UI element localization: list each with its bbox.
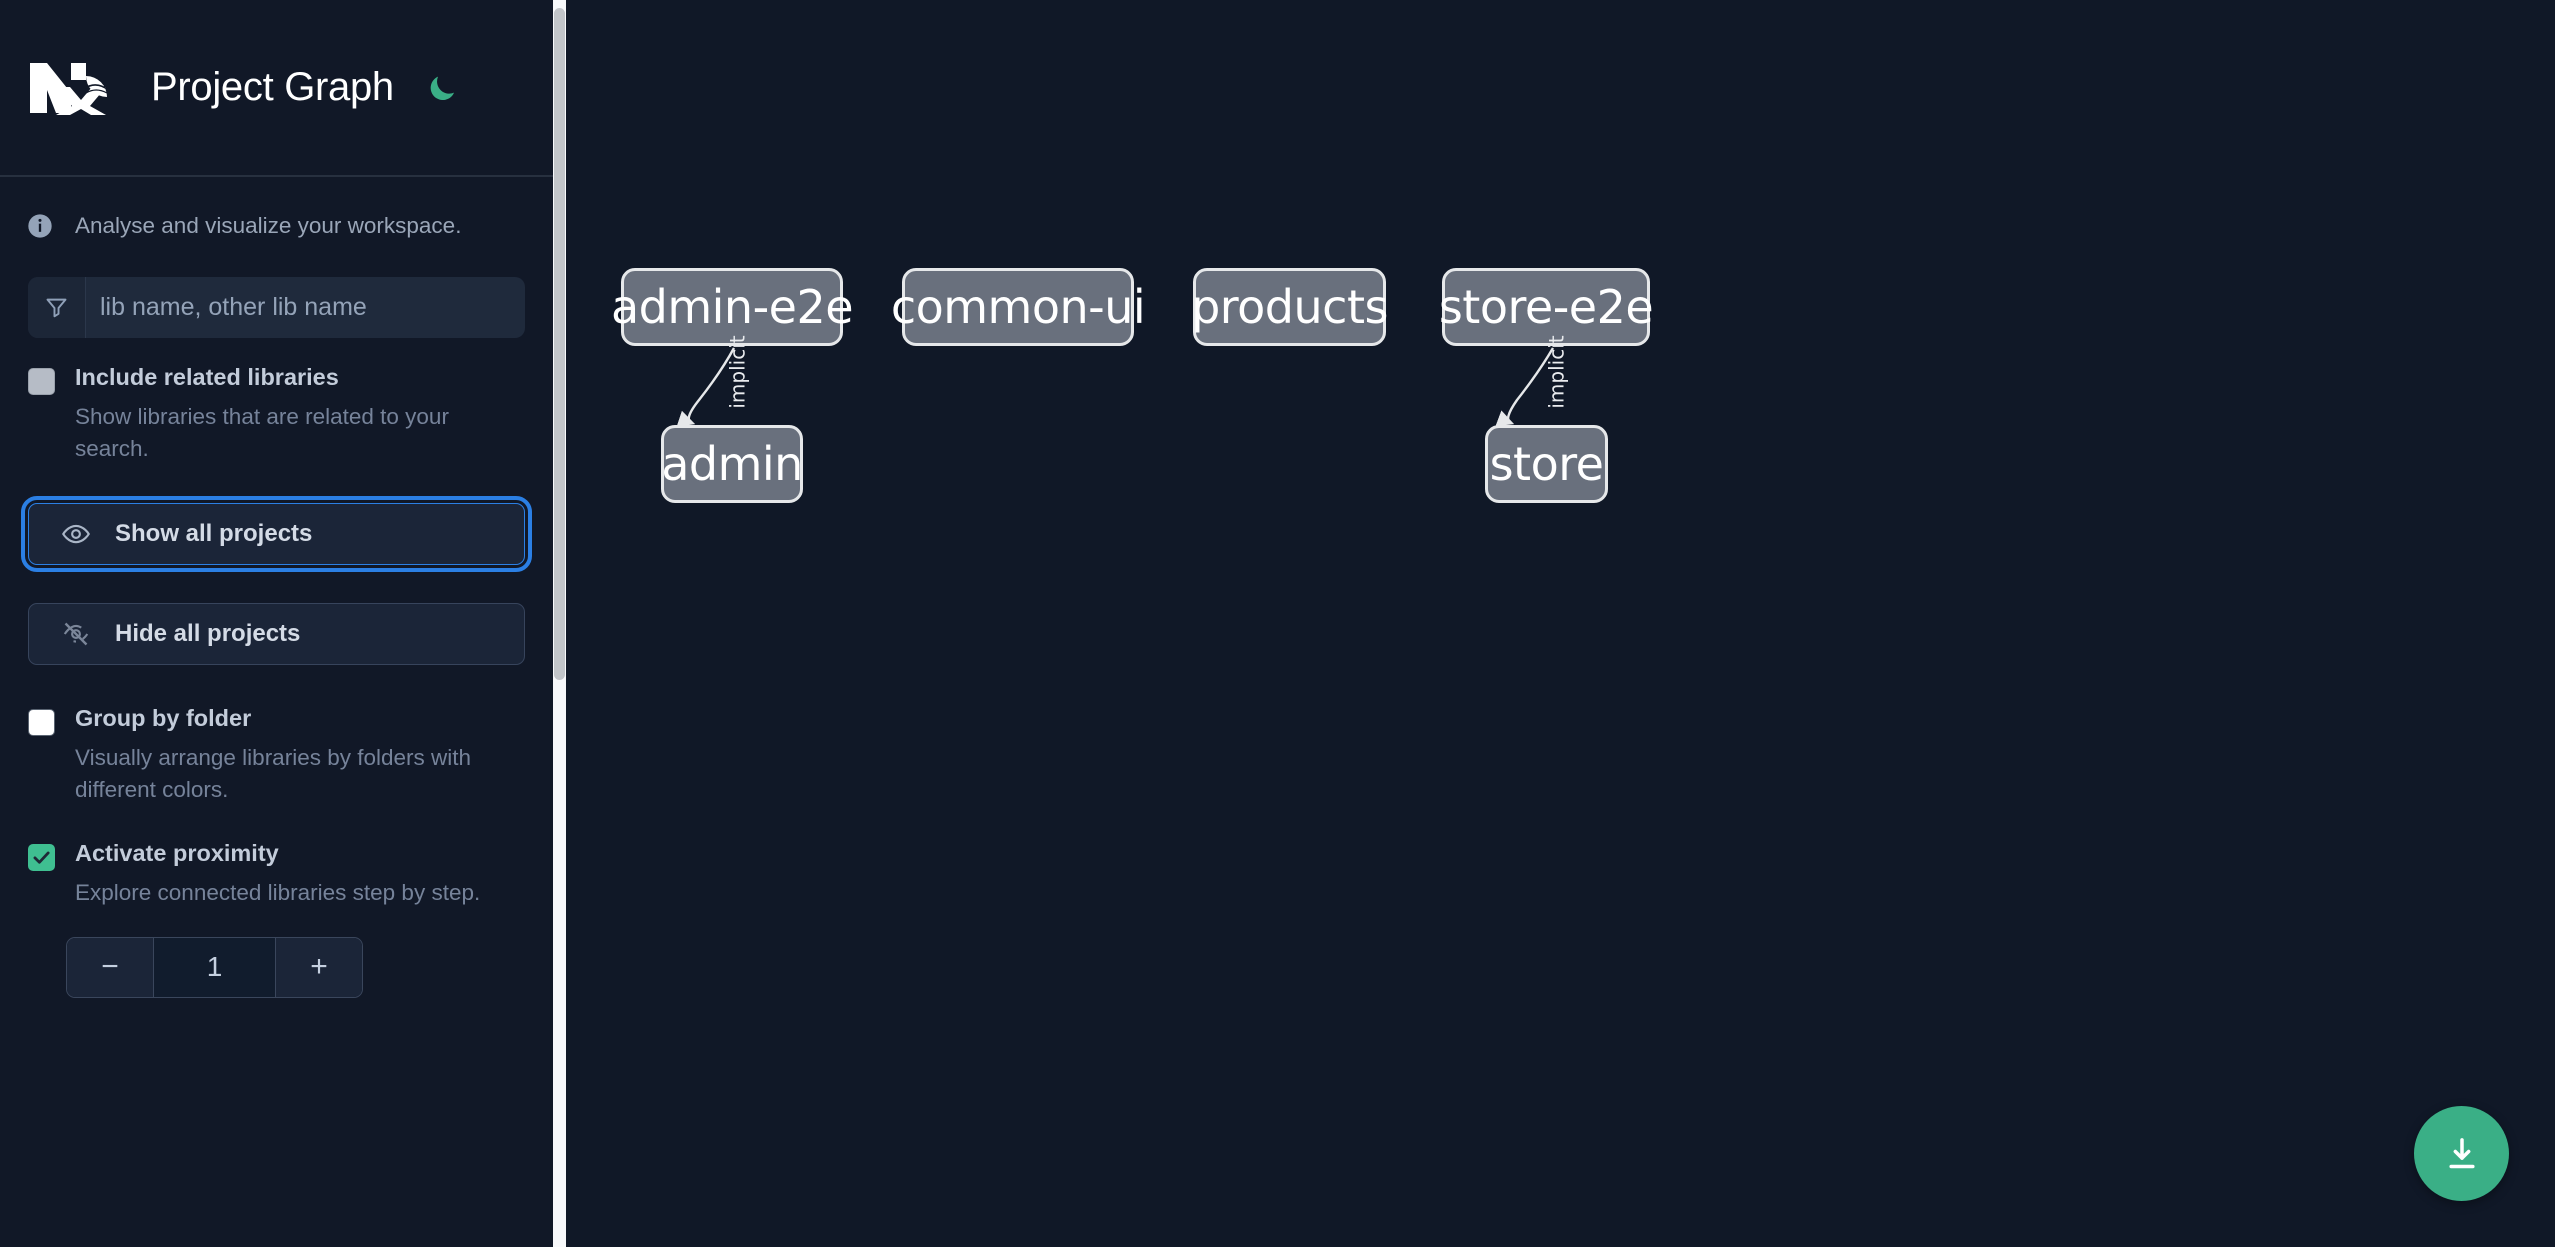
group-by-folder-checkbox[interactable] — [28, 708, 55, 736]
proximity-increment-button[interactable]: + — [275, 937, 362, 997]
proximity-stepper: − 1 + — [66, 936, 363, 998]
graph-node-store[interactable]: store — [1485, 425, 1608, 503]
sidebar-scrollbar-thumb[interactable] — [554, 8, 565, 680]
activate-proximity-description: Explore connected libraries step by step… — [75, 879, 481, 905]
info-circle-icon — [26, 212, 54, 240]
app-title: Project Graph — [151, 65, 394, 109]
moon-icon[interactable] — [420, 66, 464, 110]
edge-store-e2e-store — [1495, 347, 1555, 427]
nx-logo-icon — [26, 57, 122, 119]
download-graph-button[interactable] — [2414, 1106, 2509, 1201]
activate-proximity-checkbox[interactable] — [28, 843, 55, 871]
visibility-buttons: Show all projects Hide all projects — [0, 465, 553, 665]
show-all-projects-label: Show all projects — [115, 519, 313, 547]
edge-label-admin-e2e--admin: implicit — [725, 335, 750, 409]
group-by-folder-description: Visually arrange libraries by folders wi… — [75, 744, 472, 802]
graph-node-admin[interactable]: admin — [661, 425, 803, 503]
hide-all-projects-button[interactable]: Hide all projects — [28, 602, 525, 665]
show-all-projects-button[interactable]: Show all projects — [21, 495, 532, 572]
workspace-info: Analyse and visualize your workspace. — [0, 177, 553, 240]
filter-input[interactable] — [86, 277, 525, 338]
graph-edge-layer — [676, 347, 1555, 427]
hide-all-projects-label: Hide all projects — [115, 619, 301, 647]
option-group-by-folder: Group by folder Visually arrange librari… — [0, 665, 553, 806]
eye-off-icon — [59, 617, 93, 651]
include-related-libraries-description: Show libraries that are related to your … — [75, 404, 449, 461]
option-activate-proximity: Activate proximity Explore connected lib… — [0, 806, 553, 909]
include-related-libraries-checkbox[interactable] — [28, 368, 55, 395]
option-include-related-libraries: Include related libraries Show libraries… — [0, 338, 553, 465]
activate-proximity-label: Activate proximity — [75, 839, 279, 866]
proximity-value[interactable]: 1 — [154, 937, 275, 997]
sidebar-scrollbar[interactable] — [553, 0, 566, 1247]
edge-admin-e2e-admin — [676, 347, 736, 427]
edge-label-store-e2e--store: implicit — [1544, 335, 1569, 409]
filter-section — [0, 240, 553, 338]
filter-box[interactable] — [28, 277, 525, 338]
sidebar-header: Project Graph — [0, 0, 553, 177]
graph-node-admin-e2e[interactable]: admin-e2e — [611, 268, 854, 346]
filter-funnel-icon — [28, 277, 86, 338]
eye-icon — [59, 517, 93, 551]
workspace-info-text: Analyse and visualize your workspace. — [75, 213, 462, 238]
download-icon — [2448, 1137, 2475, 1168]
graph-node-common-ui[interactable]: common-ui — [891, 268, 1146, 346]
graph-node-store-e2e[interactable]: store-e2e — [1439, 268, 1654, 346]
graph-node-products[interactable]: products — [1191, 268, 1388, 346]
proximity-decrement-button[interactable]: − — [67, 937, 154, 997]
sidebar: Project Graph Analyse and visualize your… — [0, 0, 553, 1247]
include-related-libraries-label: Include related libraries — [75, 364, 339, 390]
proximity-stepper-wrap: − 1 + — [0, 909, 553, 998]
group-by-folder-label: Group by folder — [75, 704, 252, 731]
graph-canvas[interactable]: admin-e2e common-ui products store-e2e admin… — [553, 0, 2555, 1247]
